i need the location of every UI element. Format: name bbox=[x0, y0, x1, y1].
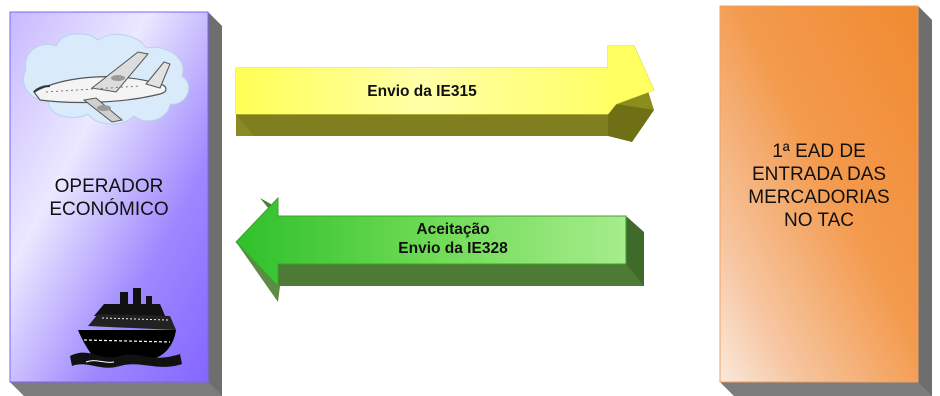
ship-icon bbox=[70, 288, 182, 368]
operator-label: OPERADOR ECONÓMICO bbox=[10, 175, 208, 221]
ead-label-line1: 1ª EAD DE bbox=[772, 141, 866, 162]
ead-box bbox=[719, 5, 932, 396]
arrow-send-ie315 bbox=[235, 45, 655, 142]
ead-label-line2: ENTRADA DAS bbox=[751, 164, 887, 185]
arrow-bottom-label-line2: Envio da IE328 bbox=[398, 240, 508, 257]
arrow-top-label: Envio da IE315 bbox=[367, 83, 477, 100]
operator-label-line1: OPERADOR bbox=[54, 176, 164, 197]
arrow-bottom-label-line1: Aceitação bbox=[416, 221, 490, 238]
arrow-acceptance-ie328 bbox=[235, 196, 644, 302]
arrow-bottom-label: Aceitação Envio da IE328 bbox=[280, 220, 626, 258]
ead-label-line3: MERCADORIAS bbox=[748, 187, 890, 208]
operator-box bbox=[9, 11, 222, 396]
ead-box-face bbox=[719, 5, 919, 383]
operator-label-line2: ECONÓMICO bbox=[49, 199, 169, 220]
ead-label: 1ª EAD DE ENTRADA DAS MERCADORIAS NO TAC bbox=[720, 140, 918, 232]
ead-label-line4: NO TAC bbox=[783, 210, 855, 231]
airplane-icon bbox=[23, 33, 190, 125]
